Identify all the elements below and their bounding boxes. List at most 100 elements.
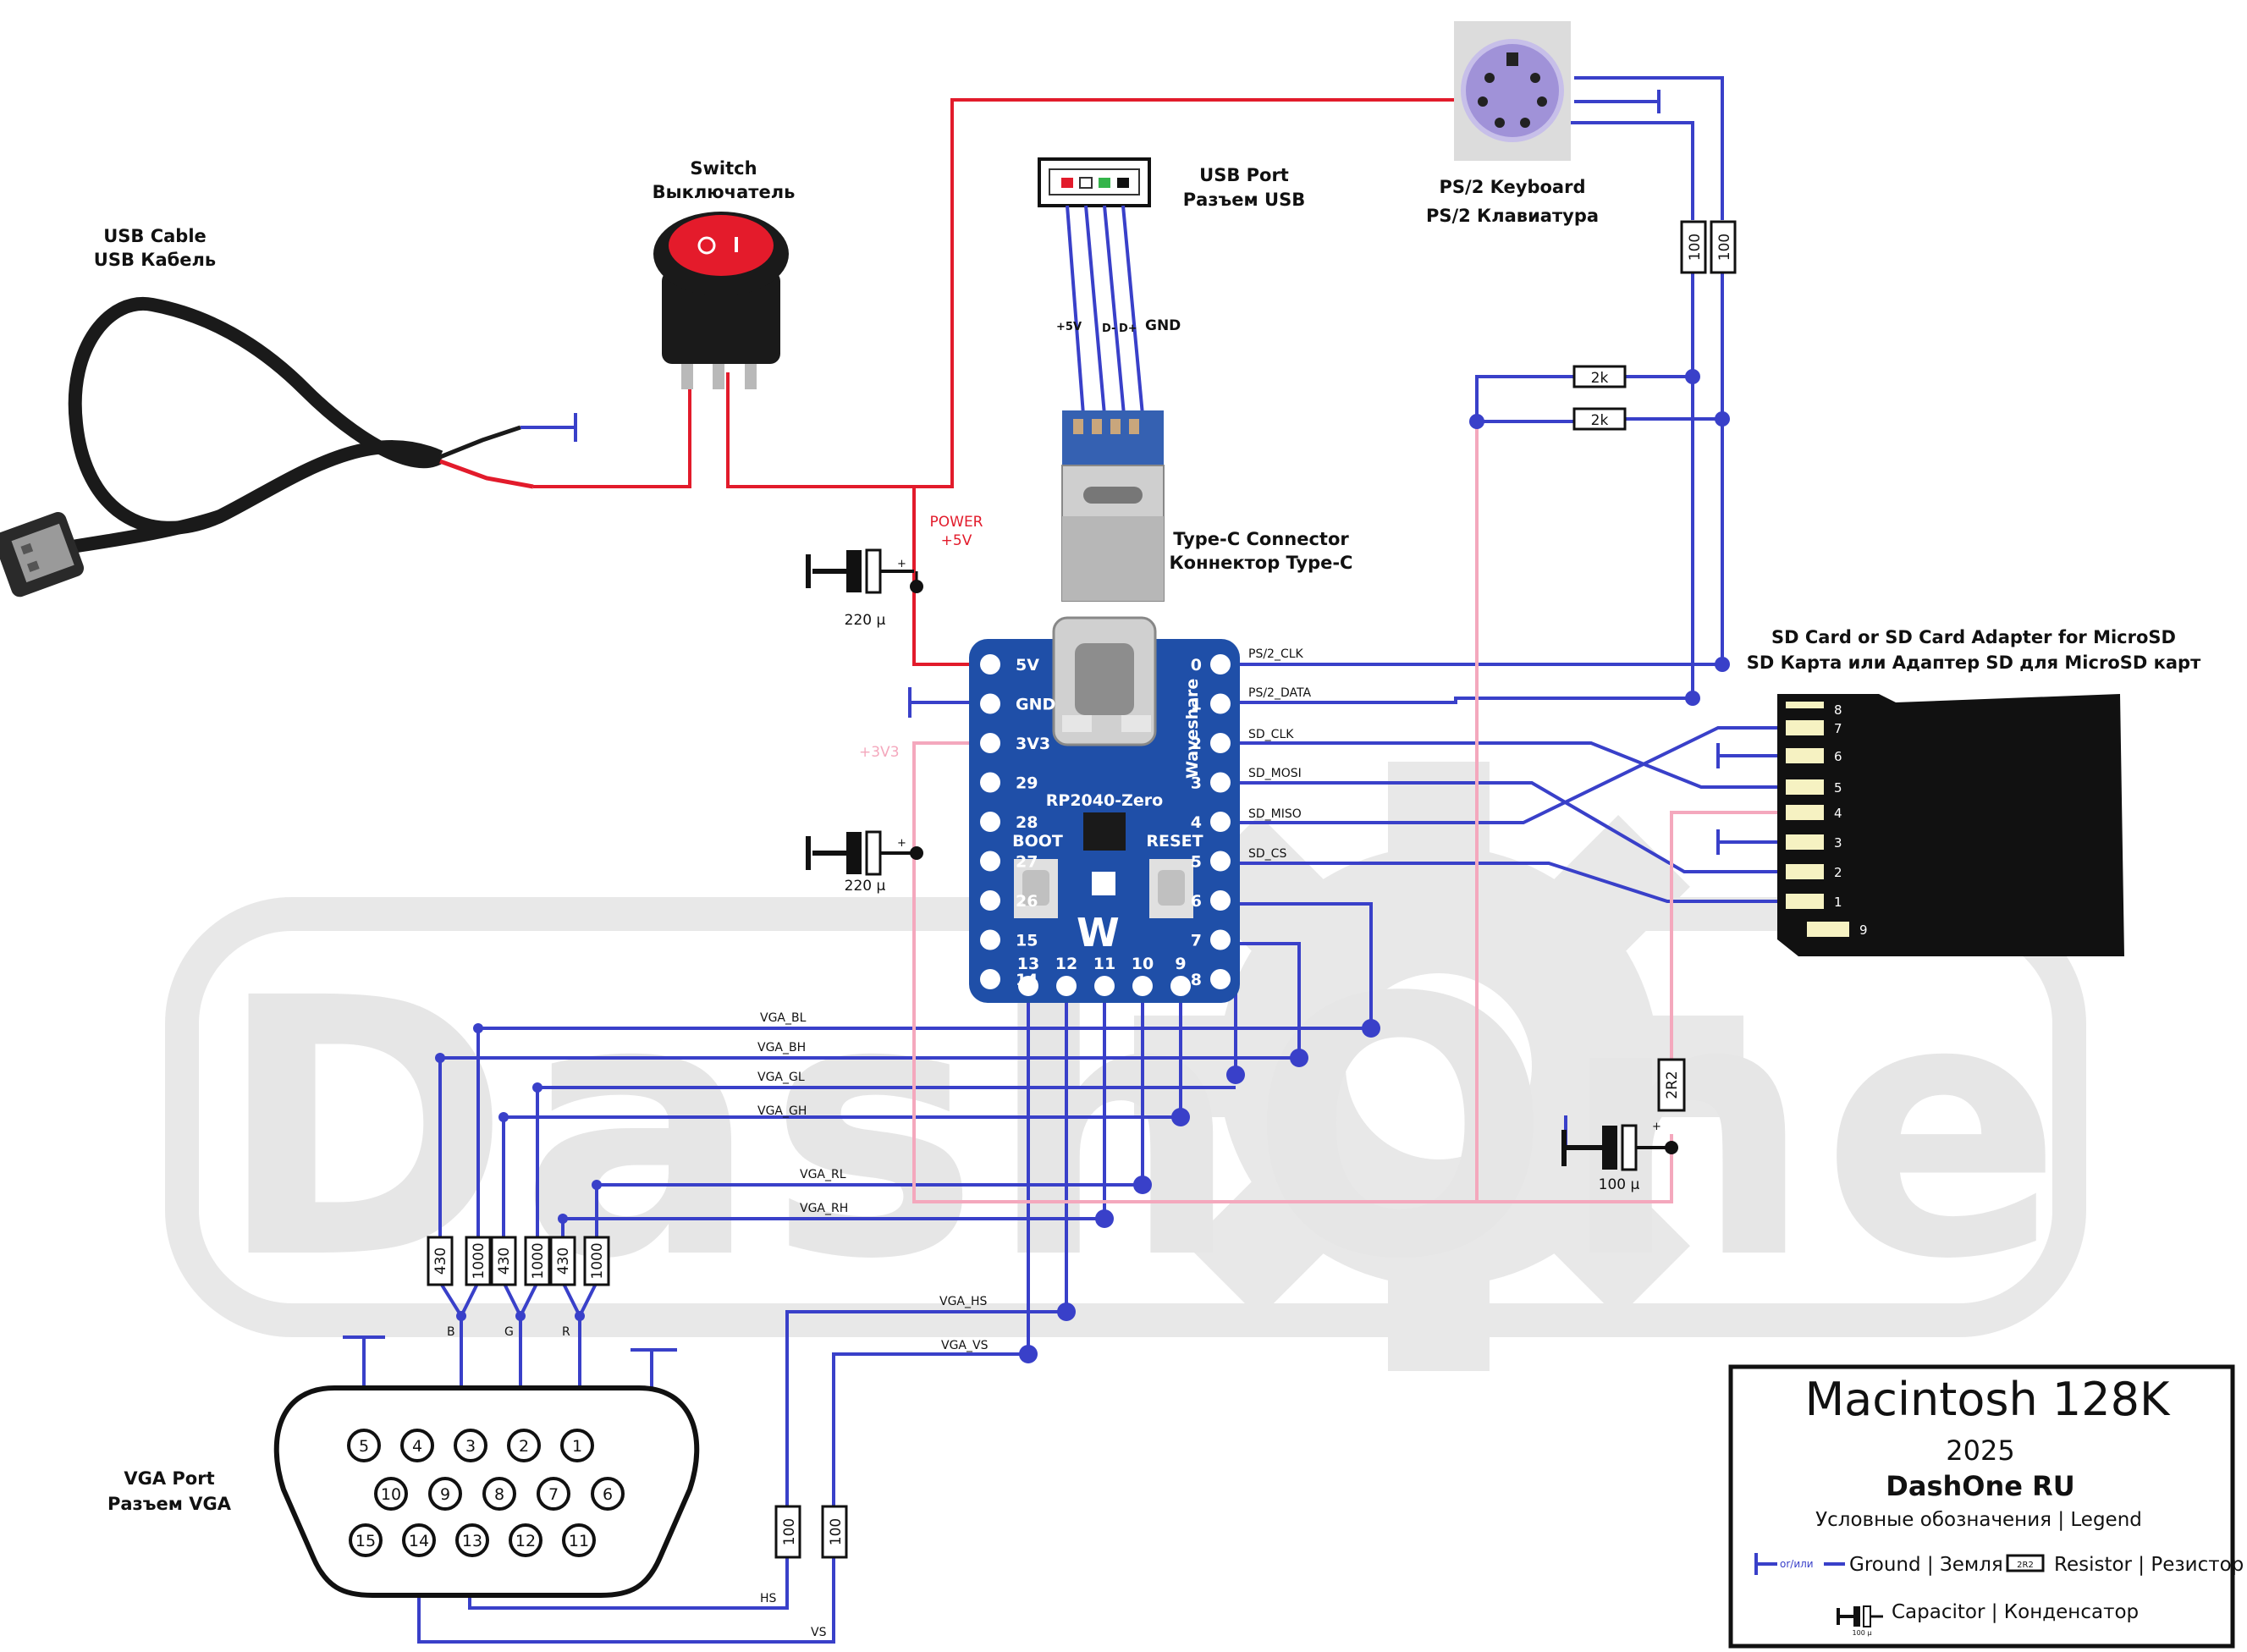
legend-or: or/или [1780, 1558, 1814, 1570]
board-pad-left [980, 929, 1000, 950]
switch-label-ru: Выключатель [653, 182, 796, 202]
board-pad-left [980, 812, 1000, 832]
vga-pin [562, 1523, 596, 1557]
r-sync-1: 100 [781, 1518, 798, 1545]
typec-label-en: Type-C Connector [1173, 529, 1349, 549]
board-pad-left [980, 772, 1000, 793]
svg-text:+: + [1652, 1121, 1661, 1133]
vga-pin [347, 1429, 381, 1462]
vga-resistor-value: 1000 [530, 1242, 547, 1279]
board-pin-right-label: 0 [1191, 656, 1202, 675]
board-pad-right [1210, 890, 1231, 911]
net-vga-bl: VGA_BL [760, 1011, 807, 1025]
board-pin-right-label: 2 [1191, 735, 1202, 753]
sd-pin-label: 2 [1834, 865, 1842, 880]
vga-pin-label: 10 [381, 1485, 401, 1504]
board-pad-right [1210, 654, 1231, 675]
board-name: RP2040-Zero [1046, 791, 1163, 810]
board-pin-bottom-label: 13 [1017, 955, 1039, 973]
board-pad-left [980, 890, 1000, 911]
sync-resistors: 100 100 [774, 1505, 848, 1559]
vga-resistor [465, 1236, 492, 1286]
ps2-label-en: PS/2 Keyboard [1440, 177, 1586, 197]
board-pin-left-label: 15 [1016, 932, 1038, 950]
vga-pin [560, 1429, 594, 1462]
board-pad-bottom [1170, 976, 1191, 996]
cap3-value: 100 µ [1599, 1176, 1640, 1193]
ps2-keyboard: PS/2 Keyboard PS/2 Клавиатура [1426, 21, 1599, 226]
board-pad-left [980, 969, 1000, 989]
vga-pin-label: 6 [603, 1485, 613, 1504]
net-sd-mosi: SD_MOSI [1248, 767, 1302, 780]
net-hs: HS [760, 1592, 777, 1605]
r-2k-2: 2k [1591, 412, 1609, 429]
vga-label-ru: Разъем VGA [107, 1494, 232, 1514]
typec-label-ru: Коннектор Type-C [1170, 553, 1353, 573]
board-pad-left [980, 733, 1000, 753]
net-g: G [504, 1325, 514, 1339]
net-r: R [562, 1325, 570, 1339]
cap1-value: 220 µ [845, 612, 886, 629]
r-ps2-2: 100 [1716, 234, 1733, 261]
board-reset: RESET [1146, 832, 1203, 851]
board-boot: BOOT [1012, 832, 1063, 851]
cap2-value: 220 µ [845, 878, 886, 895]
svg-text:+: + [897, 558, 906, 570]
switch-label-en: Switch [690, 158, 757, 179]
board-pin-left-label: 29 [1016, 774, 1038, 793]
vga-pin [374, 1477, 408, 1511]
board-pad-right [1210, 733, 1231, 753]
board-pad-bottom [1094, 976, 1115, 996]
sd-pin-label: 3 [1834, 835, 1842, 851]
net-vga-rl: VGA_RL [800, 1168, 846, 1181]
usb-port-label-en: USB Port [1199, 165, 1289, 185]
sd-contact [1786, 720, 1824, 735]
board-pin-right-label: 6 [1191, 892, 1202, 911]
power-label-5v: +5V [941, 532, 972, 549]
vga-pin-label: 15 [355, 1532, 376, 1550]
board-pin-right-label: 8 [1191, 971, 1202, 989]
board-pin-bottom-label: 11 [1093, 955, 1115, 973]
vga-resistor [490, 1236, 517, 1286]
board-pad-left [980, 654, 1000, 675]
sd-label-en: SD Card or SD Card Adapter for MicroSD [1771, 627, 2176, 647]
net-ps2-clk: PS/2_CLK [1248, 647, 1304, 661]
legend-author: DashOne RU [1886, 1470, 2074, 1502]
board-pin-left-label: 27 [1016, 853, 1038, 872]
board-pad-bottom [1132, 976, 1153, 996]
r-ps2-1: 100 [1687, 234, 1704, 261]
legend-title: Macintosh 128K [1805, 1373, 2171, 1426]
board-pin-left-label: 28 [1016, 813, 1038, 832]
sd-contact [1786, 748, 1824, 763]
board-pin-right-label: 3 [1191, 774, 1202, 793]
typec-connector: Type-C Connector Коннектор Type-C [1061, 410, 1353, 602]
usb-cable: USB Cable USB Кабель [0, 226, 534, 597]
vga-pin [400, 1429, 434, 1462]
usb-cable-label-en: USB Cable [103, 226, 207, 246]
vga-label-en: VGA Port [124, 1468, 214, 1489]
sd-contact [1807, 922, 1849, 937]
junctions [435, 369, 1730, 1363]
vga-pin-label: 4 [412, 1437, 422, 1456]
board-pin-left-label: GND [1016, 696, 1055, 714]
legend-resistor: Resistor | Резистор [2054, 1554, 2244, 1576]
vga-pin-label: 9 [440, 1485, 450, 1504]
sd-pin-label: 5 [1834, 780, 1842, 796]
usb-pin-gnd: GND [1145, 317, 1181, 334]
capacitor-1: + 220 µ [806, 548, 923, 629]
board-pad-right [1210, 693, 1231, 714]
vga-pin-label: 5 [359, 1437, 369, 1456]
board-pin-right-label: 1 [1191, 696, 1202, 714]
net-labels: PS/2_CLK PS/2_DATA SD_CLK SD_MOSI SD_MIS… [447, 514, 1311, 1639]
sd-contact [1786, 864, 1824, 879]
usb-pin-dplus: D+ [1119, 322, 1137, 335]
net-vga-vs: VGA_VS [941, 1339, 989, 1352]
vga-resistor-value: 1000 [471, 1242, 487, 1279]
vga-pin [428, 1477, 462, 1511]
sd-pin-label: 4 [1834, 806, 1842, 821]
net-vga-bh: VGA_BH [757, 1041, 806, 1055]
vga-resistor-value: 430 [496, 1247, 513, 1275]
vga-pin-label: 14 [409, 1532, 429, 1550]
sd-contact [1786, 894, 1824, 909]
